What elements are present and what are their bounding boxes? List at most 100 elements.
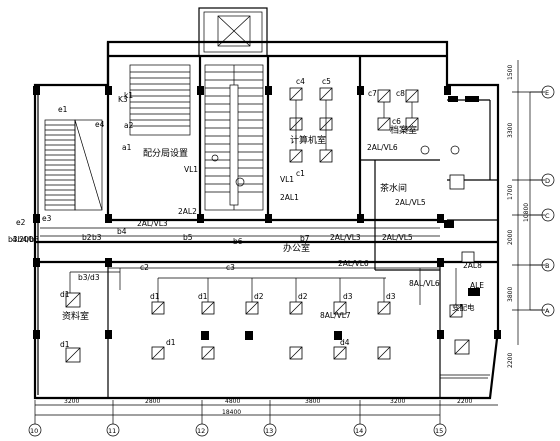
mark: b6 (233, 237, 243, 246)
mark: e2 (16, 218, 26, 227)
axis-bubble: 14 (355, 427, 363, 435)
right-axis: E D C B A (530, 85, 555, 317)
mark: K3 (118, 95, 128, 104)
axis-bubble: 11 (108, 427, 116, 435)
circuit-label: 2AL2 (178, 207, 197, 216)
mark: d1 (60, 290, 70, 299)
dim-side-3: 1700 (507, 185, 514, 200)
mark: b3b4/b3 (8, 235, 39, 244)
dim-bottom-total: 18400 (222, 409, 241, 416)
room-label-tea: 茶水间 (380, 182, 407, 194)
mark: d3 (343, 292, 353, 301)
interior-walls (35, 54, 498, 398)
bottom-dimensions: 3200 2800 4800 3800 3200 2200 18400 (34, 398, 498, 420)
dim-side-total: 10800 (523, 203, 530, 222)
panel-label: ALE (470, 281, 484, 290)
dim-side-4: 2000 (507, 230, 514, 245)
room-labels: 配分局设置 计算机室 档案室 办公室 资料室 茶水间 变配电 (62, 124, 475, 322)
mark: d1 (60, 340, 70, 349)
mark: c1 (296, 169, 305, 178)
electrical-room-equipment (211, 96, 480, 296)
dim-bottom-5: 3200 (390, 398, 405, 405)
room-label-computer: 计算机室 (290, 134, 326, 146)
room-label-distribution: 配分局设置 (143, 148, 188, 159)
dim-side-6: 2200 (507, 353, 514, 368)
mark: b7 (300, 234, 310, 243)
axis-bubble: 15 (435, 427, 443, 435)
mark: c8 (396, 89, 405, 98)
axis-bubble: B (545, 262, 549, 270)
mark: b5 (183, 233, 193, 242)
stairs-center (204, 64, 264, 211)
circuit-label: 2AL/VL5 (395, 198, 426, 207)
fixture-transformer (449, 304, 470, 355)
right-dimensions: 1500 3300 1700 2000 3800 2200 10800 (507, 60, 545, 368)
wiring (40, 100, 457, 305)
mark: b3/d3 (78, 273, 100, 282)
mark: d1 (150, 292, 160, 301)
dim-bottom-4: 3800 (305, 398, 320, 405)
circuit-label: 2AL/VL5 (382, 233, 413, 242)
axis-bubble: 12 (197, 427, 205, 435)
circuit-label: 2AL/VL6 (338, 259, 369, 268)
bottom-axis: 10 11 12 13 14 15 (28, 420, 447, 437)
fixture-reading (65, 292, 81, 363)
dim-side-1: 1500 (507, 65, 514, 80)
mark: b3 (92, 233, 102, 242)
mark: a1 (122, 143, 132, 152)
mark: d3 (386, 292, 396, 301)
axis-bubble: D (545, 177, 550, 185)
mark: d2 (254, 292, 264, 301)
circuit-label: 2AL8 (463, 261, 482, 270)
room-label-reading: 资料室 (62, 310, 89, 322)
circuit-label: 8AL/VL6 (409, 279, 440, 288)
axis-bubble: A (545, 307, 550, 315)
mark: d2 (298, 292, 308, 301)
equipment-marks: 4.200 e1 e2 e3 e4 b3/d3 d1 d1 d1 d1 d2 d… (8, 77, 405, 349)
mark: c3 (226, 263, 235, 272)
mark: c5 (322, 77, 331, 86)
room-label-transformer: 变配电 (452, 302, 475, 312)
mark: k1 (124, 91, 133, 100)
mark: a2 (124, 121, 134, 130)
mark: b4 (117, 227, 127, 236)
circuit-labels: 2AL/VL3 2AL/VL3 2AL/VL5 2AL/VL5 2AL/VL6 … (137, 143, 484, 320)
mark: c6 (392, 117, 401, 126)
circuit-label: 2AL/VL3 (330, 233, 361, 242)
room-label-archives: 档案室 (390, 124, 417, 136)
mark: d1 (198, 292, 208, 301)
stairs-upper-left (129, 64, 191, 136)
fixture-archives (377, 89, 419, 131)
dim-bottom-1: 3200 (64, 398, 79, 405)
circuit-label: 2AL/VL3 (137, 219, 168, 228)
dim-side-2: 3300 (507, 123, 514, 138)
circuit-label: 2AL/VL6 (367, 143, 398, 152)
mark: d4 (340, 338, 350, 347)
axis-bubble: 10 (30, 427, 38, 435)
mark: e3 (42, 214, 52, 223)
columns (33, 86, 501, 339)
mark: d1 (166, 338, 176, 347)
mark: c7 (368, 89, 377, 98)
axis-bubble: 13 (265, 427, 273, 435)
dim-bottom-3: 4800 (225, 398, 240, 405)
mark: b2 (82, 233, 92, 242)
mark: c2 (140, 263, 149, 272)
fixture-office (151, 301, 391, 360)
circuit-label: VL1 (184, 165, 198, 174)
axis-bubble: C (545, 212, 550, 220)
circuit-label: 2AL1 (280, 193, 299, 202)
stairs-left (44, 119, 103, 211)
elevation-mark: 4.200 (12, 235, 34, 244)
elevator-tower (198, 7, 268, 57)
mark: e1 (58, 105, 68, 114)
axis-bubble: E (545, 89, 549, 97)
circuit-label: VL1 (280, 175, 294, 184)
room-label-office-1: 办公室 (283, 242, 310, 254)
mark: c4 (296, 77, 305, 86)
circuit-label: 8AL/VL7 (320, 311, 351, 320)
dim-bottom-right: 2200 (457, 398, 472, 405)
dim-bottom-2: 2800 (145, 398, 160, 405)
mark: e4 (95, 120, 105, 129)
